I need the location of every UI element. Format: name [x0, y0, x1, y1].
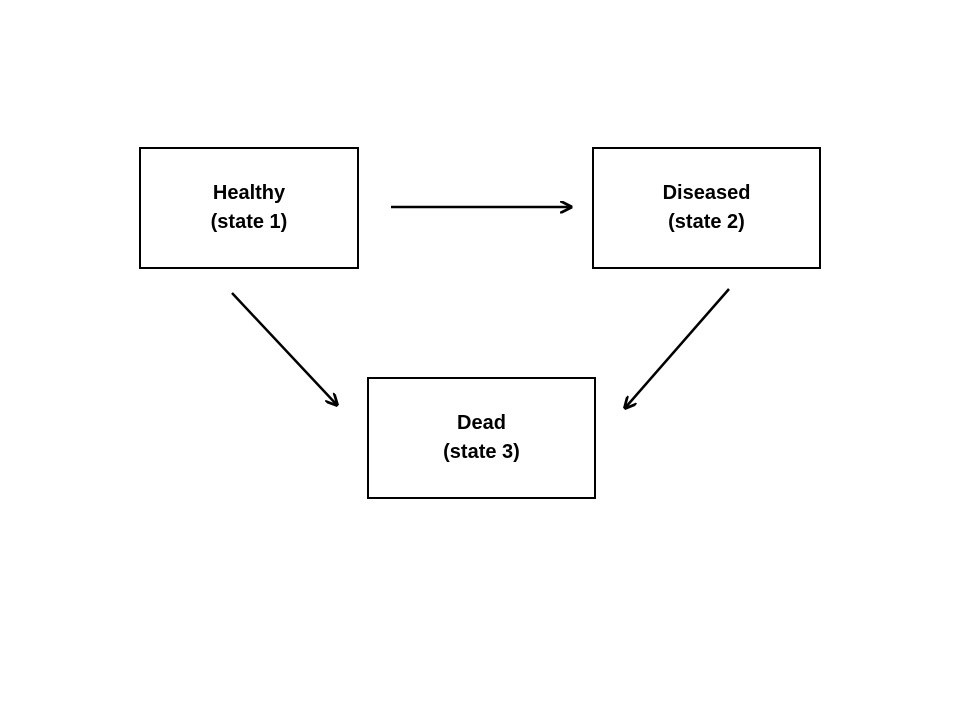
arrow-healthy-to-dead	[231, 292, 337, 405]
state-healthy-number: (state 1)	[210, 211, 288, 233]
state-diseased-name: Diseased	[662, 182, 751, 204]
state-healthy-name: Healthy	[212, 182, 286, 204]
state-dead-number: (state 3)	[443, 441, 520, 463]
state-diseased-number: (state 2)	[668, 211, 745, 233]
state-dead-name: Dead	[457, 412, 506, 434]
state-box-healthy: Healthy (state 1)	[139, 147, 359, 269]
state-box-diseased: Diseased (state 2)	[592, 147, 821, 269]
arrow-diseased-to-dead	[625, 288, 730, 408]
state-box-dead: Dead (state 3)	[367, 377, 596, 499]
